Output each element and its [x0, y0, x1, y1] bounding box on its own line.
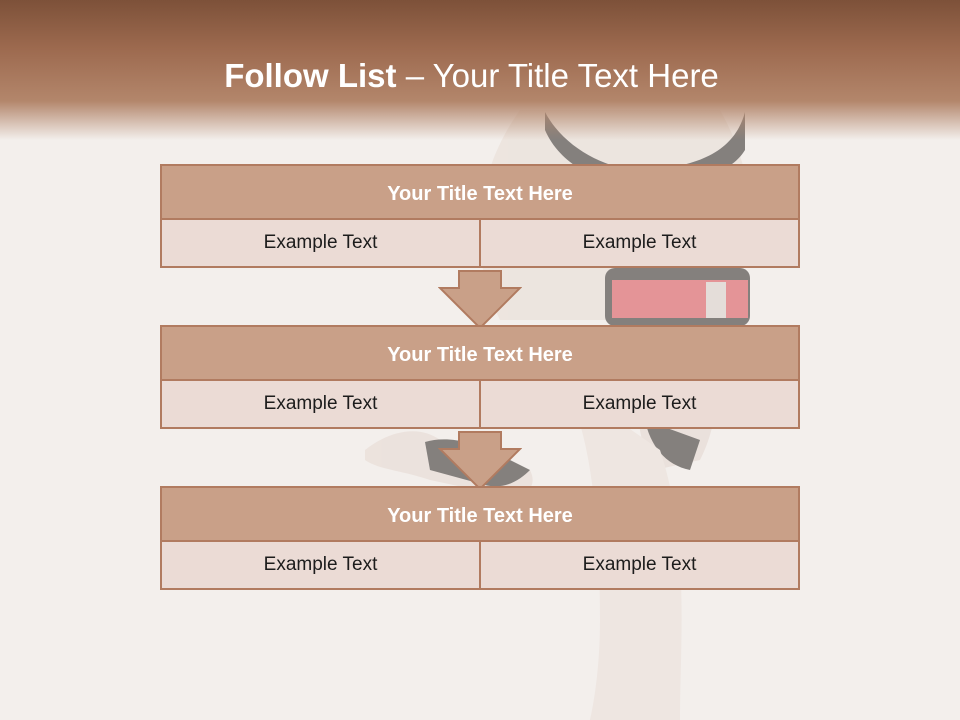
block-title: Your Title Text Here — [160, 486, 800, 542]
down-arrow-icon — [438, 431, 522, 491]
down-arrow-icon — [438, 270, 522, 330]
list-block-1: Your Title Text Here Example Text Exampl… — [160, 164, 800, 268]
slide-title-rest: – Your Title Text Here — [396, 57, 719, 94]
header-band — [0, 0, 960, 140]
block-row: Example Text Example Text — [160, 220, 800, 268]
block-cell-right: Example Text — [479, 220, 798, 266]
block-row: Example Text Example Text — [160, 381, 800, 429]
block-title: Your Title Text Here — [160, 325, 800, 381]
list-block-2: Your Title Text Here Example Text Exampl… — [160, 325, 800, 429]
block-row: Example Text Example Text — [160, 542, 800, 590]
block-cell-left: Example Text — [263, 393, 378, 414]
block-cell-right: Example Text — [479, 381, 798, 427]
block-cell-right: Example Text — [479, 542, 798, 588]
block-title: Your Title Text Here — [160, 164, 800, 220]
slide-title: Follow List – Your Title Text Here — [0, 54, 943, 98]
block-cell-left: Example Text — [263, 232, 378, 253]
list-block-3: Your Title Text Here Example Text Exampl… — [160, 486, 800, 590]
block-cell-left: Example Text — [263, 554, 378, 575]
slide-title-bold: Follow List — [224, 57, 397, 94]
